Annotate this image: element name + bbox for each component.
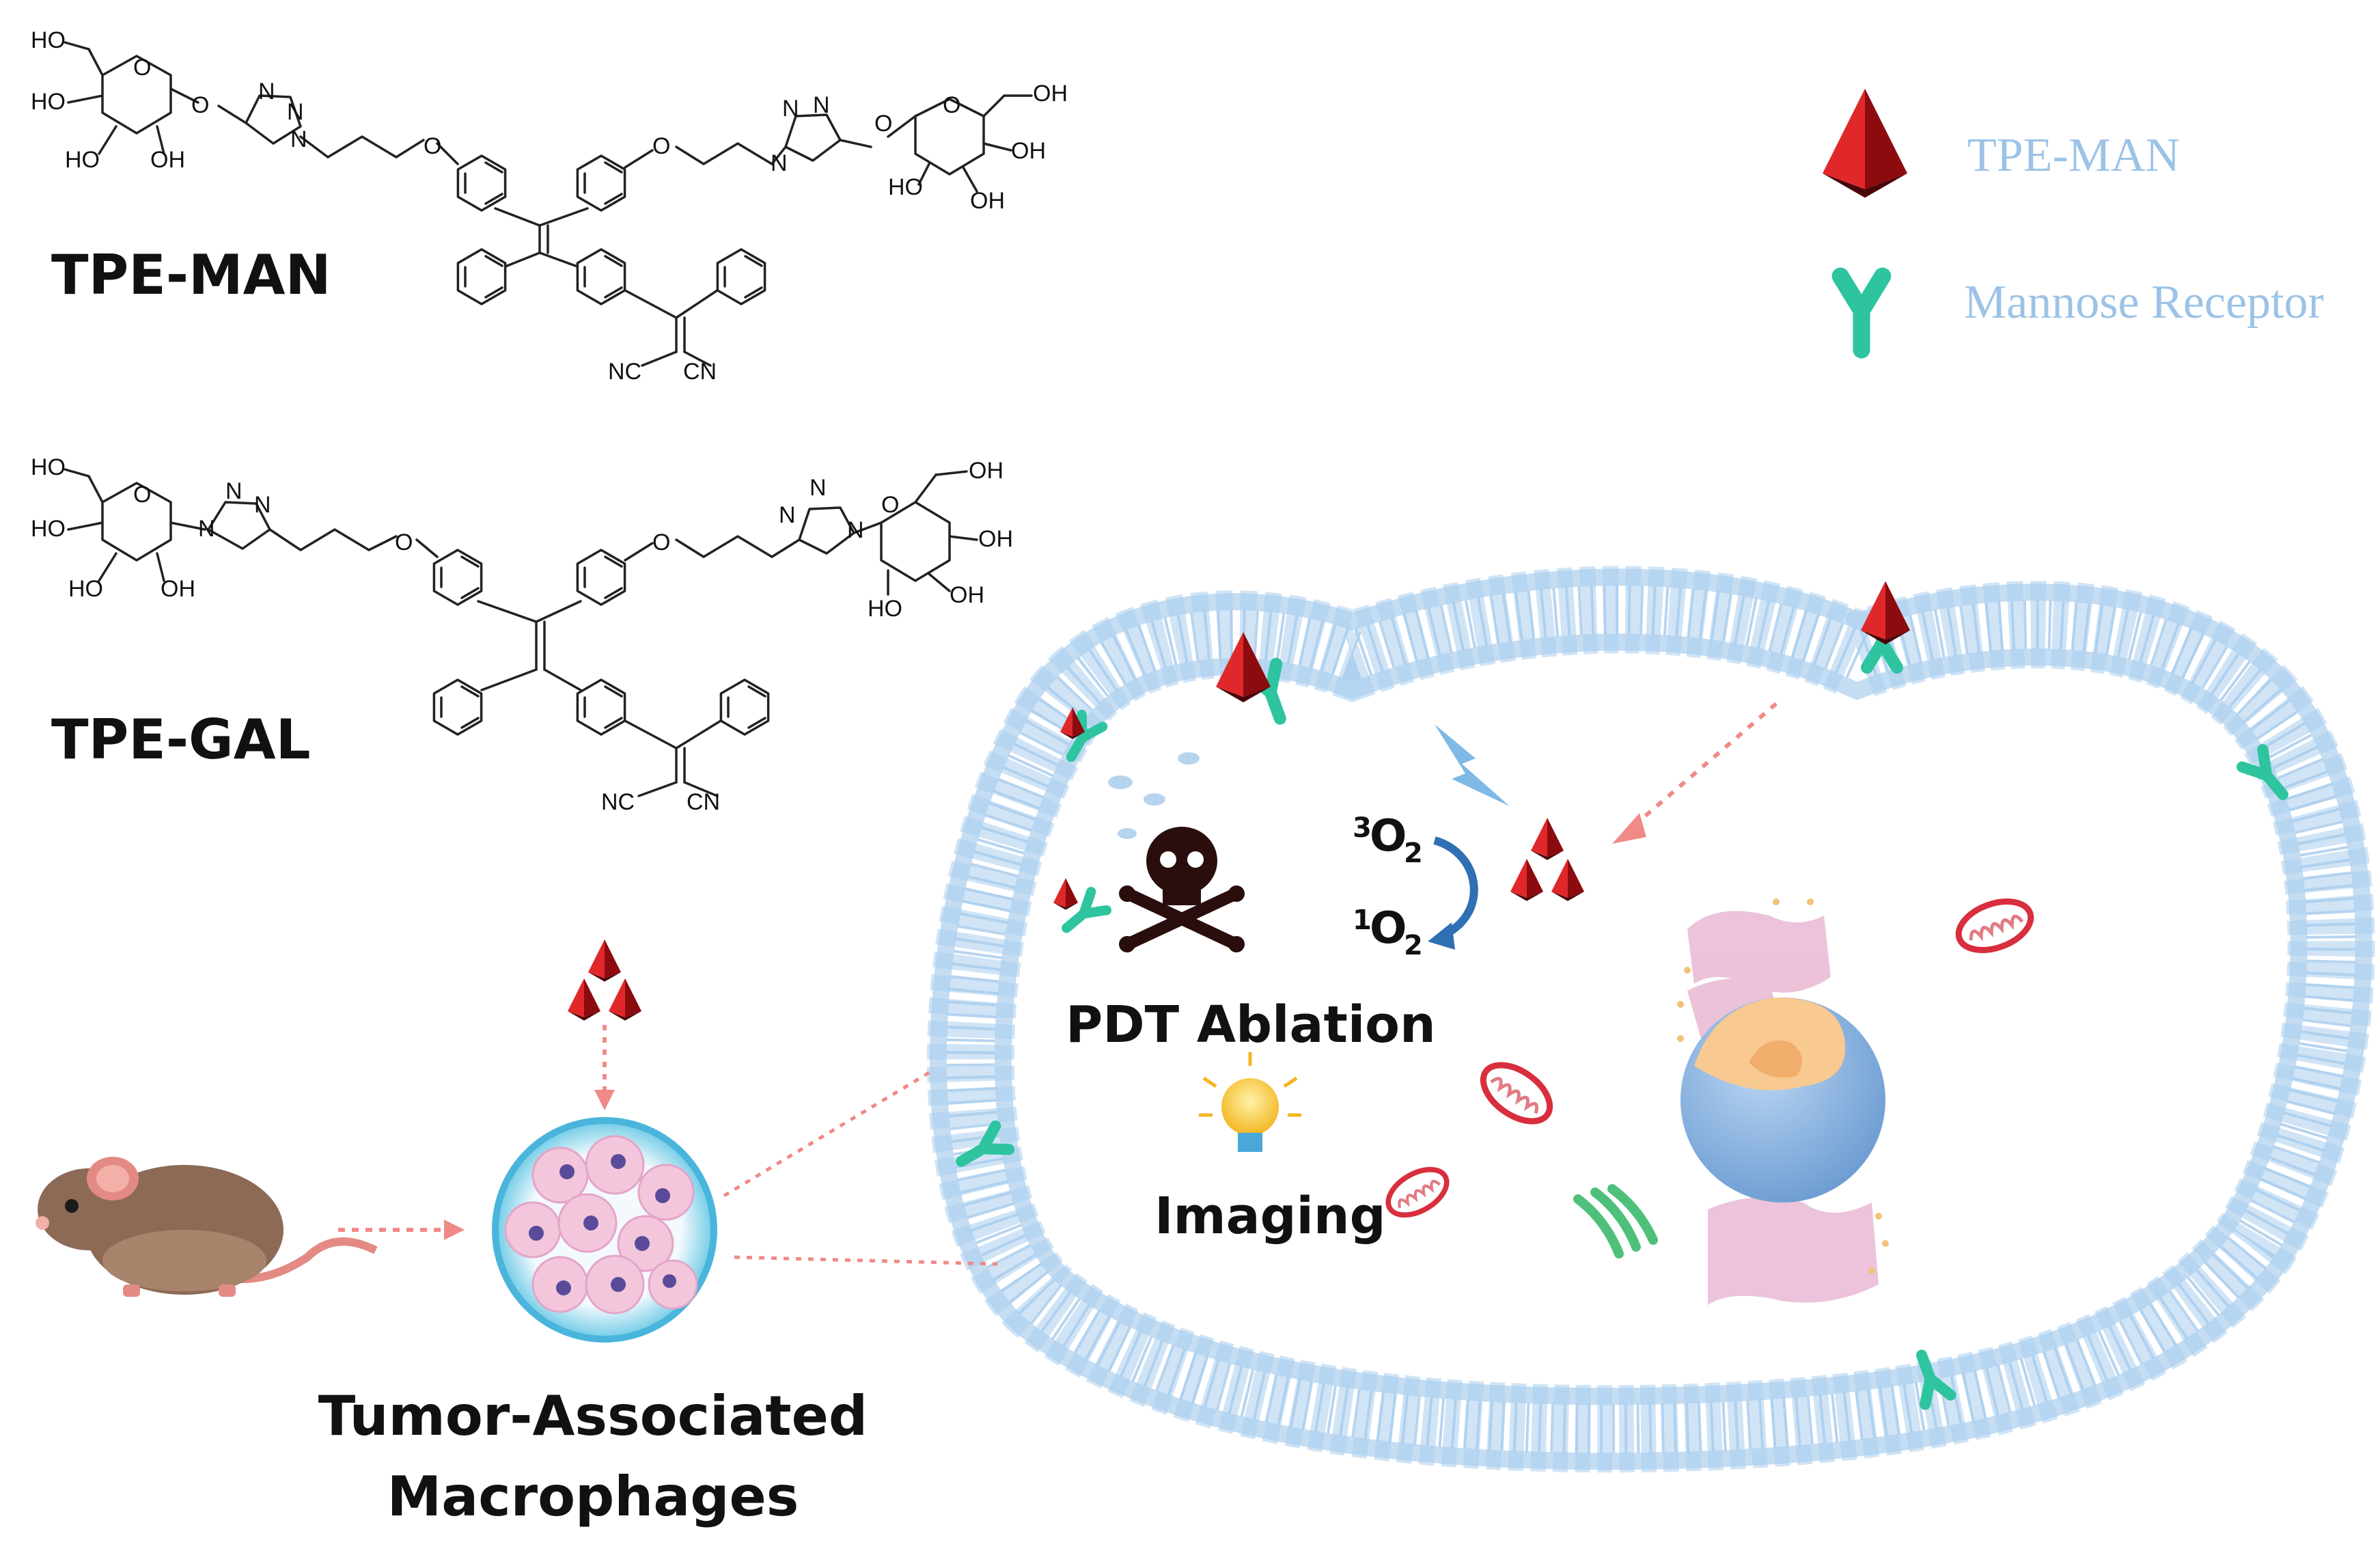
- compound-name-man: TPE-MAN: [51, 243, 331, 307]
- drug-to-dish-arrowhead: [594, 1090, 615, 1110]
- red-pyramid-icon: [1551, 859, 1584, 901]
- legend-label-tpe-man: TPE-MAN: [1967, 129, 2180, 182]
- zoom-line-upper: [723, 1071, 930, 1198]
- atom-label: OH: [161, 576, 195, 602]
- atom-label: OH: [978, 526, 1013, 552]
- atom-label: O: [943, 92, 960, 118]
- atom-label: N: [847, 517, 864, 543]
- atom-label: OH: [1011, 138, 1046, 164]
- atom-label: N: [287, 99, 304, 125]
- atom-label: NC: [601, 789, 635, 815]
- atom-label: O: [874, 111, 892, 137]
- red-pyramid-icon: [1531, 818, 1564, 860]
- atom-label: O: [652, 530, 670, 555]
- atom-label: N: [290, 126, 307, 152]
- red-pyramid-icon: [1823, 88, 1907, 198]
- bottom-label-line1: Tumor-Associated: [318, 1384, 868, 1448]
- atom-label: HO: [31, 89, 66, 115]
- atom-label: OH: [1033, 81, 1068, 107]
- atom-label: N: [258, 79, 275, 105]
- uptake-arrow: [1631, 702, 1777, 829]
- nucleolus-core: [1749, 1041, 1802, 1078]
- atom-label: HO: [68, 576, 103, 602]
- mouse-to-dish-arrowhead: [444, 1220, 465, 1240]
- red-pyramid-icon: [588, 939, 621, 982]
- mannose-receptor-icon: [1840, 276, 1883, 350]
- imaging-label: Imaging: [1154, 1187, 1386, 1246]
- atom-label: N: [225, 478, 243, 504]
- skull-icon: [1119, 827, 1245, 952]
- atom-label: O: [881, 492, 899, 518]
- atom-label: O: [395, 530, 413, 555]
- red-pyramid-icon: [609, 978, 641, 1021]
- atom-label: O: [652, 133, 670, 159]
- atom-label: CN: [683, 359, 717, 385]
- conversion-arrowhead: [1428, 922, 1455, 950]
- atom-label: O: [133, 55, 151, 81]
- cell-membrane: [927, 566, 2375, 1473]
- triplet-oxygen-sup: 3: [1353, 812, 1372, 844]
- atom-label: HO: [888, 174, 923, 200]
- atom-label: OH: [969, 458, 1004, 484]
- atom-label: N: [810, 475, 827, 501]
- mitochondrion-icon: [1473, 1054, 1560, 1133]
- atom-label: NC: [608, 359, 641, 385]
- mitochondrion-icon: [1381, 1160, 1454, 1224]
- atom-label: HO: [31, 27, 66, 53]
- mitochondrion-icon: [1952, 892, 2037, 959]
- atom-label: HO: [31, 516, 66, 542]
- red-pyramid-icon: [1510, 859, 1543, 901]
- atom-label: OH: [150, 147, 185, 173]
- atom-label: N: [254, 492, 271, 518]
- atom-label: HO: [868, 596, 902, 622]
- atom-label: N: [198, 516, 215, 542]
- atom-label: O: [191, 92, 209, 118]
- zoom-line-lower: [734, 1255, 998, 1266]
- atom-label: OH: [970, 188, 1005, 214]
- tpe-gal-structure: HO O HO HO OH N N N O O N N N O OH OH HO…: [31, 454, 1013, 815]
- red-pyramid-icon: [568, 978, 600, 1021]
- triplet-oxygen-base: O: [1370, 811, 1407, 862]
- pdt-ablation-label: PDT Ablation: [1066, 995, 1436, 1054]
- tpe-man-structure: HO O HO HO OH O N N N O O N N N O O OH O…: [31, 27, 1068, 385]
- legend: TPE-MAN Mannose Receptor: [1823, 88, 2324, 350]
- atom-label: OH: [950, 582, 984, 608]
- atom-label: N: [813, 92, 830, 118]
- uptake-arrowhead: [1612, 813, 1646, 844]
- atom-label: CN: [687, 789, 720, 815]
- mouse-icon: [36, 1157, 378, 1297]
- oxygen-cycle: 3 O 2 1 O 2: [1353, 811, 1423, 961]
- atom-label: HO: [65, 147, 100, 173]
- red-pyramid-icon: [1053, 878, 1078, 910]
- petri-dish-icon: [492, 1117, 717, 1343]
- atom-label: N: [771, 150, 788, 176]
- conversion-arrow: [1433, 836, 1478, 940]
- compound-name-gal: TPE-GAL: [51, 708, 311, 771]
- light-flash-icon: [1435, 724, 1510, 806]
- legend-label-mannose-receptor: Mannose Receptor: [1964, 276, 2324, 329]
- atom-label: HO: [31, 454, 66, 480]
- bottom-label-line2: Macrophages: [387, 1465, 799, 1528]
- light-bulb-icon: [1199, 1052, 1301, 1152]
- singlet-oxygen-base: O: [1370, 903, 1407, 954]
- atom-label: N: [782, 96, 799, 122]
- singlet-oxygen-sup: 1: [1353, 905, 1372, 936]
- golgi-icon: [1573, 1184, 1658, 1259]
- triplet-oxygen-sub: 2: [1404, 838, 1423, 869]
- atom-label: O: [133, 482, 151, 508]
- atom-label: O: [424, 133, 441, 159]
- atom-label: N: [779, 502, 796, 528]
- singlet-oxygen-sub: 2: [1404, 930, 1423, 961]
